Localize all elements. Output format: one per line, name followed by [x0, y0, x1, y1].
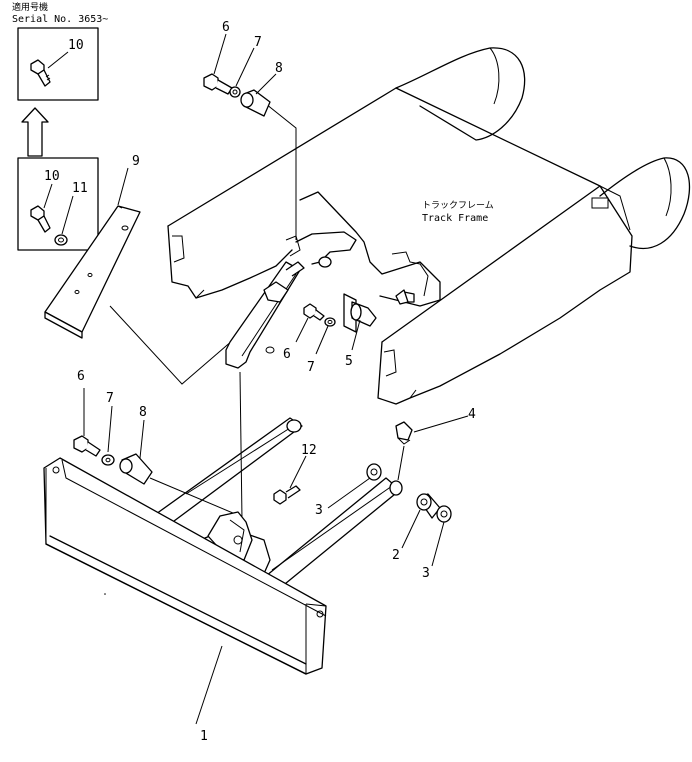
middle-bolt-icon — [303, 303, 325, 321]
inset-washer-icon — [54, 234, 68, 246]
lower-washer-icon — [101, 454, 115, 466]
callout-6-mid: 6 — [283, 347, 291, 362]
callout-10-new: 10 — [68, 38, 84, 53]
callout-1: 1 — [200, 729, 208, 744]
callout-2: 2 — [392, 548, 400, 563]
track-frame: トラックフレーム Track Frame — [167, 47, 691, 405]
bushing-right-icon — [436, 505, 452, 523]
blade-cylinder — [225, 261, 305, 521]
upper-washer-icon — [229, 86, 241, 98]
collar-icon — [416, 493, 441, 519]
bushing-left-icon — [366, 463, 382, 481]
frame-label-english: Track Frame — [422, 213, 488, 224]
serial-note-serial: Serial No. 3653~ — [12, 14, 108, 25]
callout-3-right: 3 — [422, 566, 430, 581]
callout-3-left: 3 — [315, 503, 323, 518]
arm-end-icon — [389, 480, 403, 496]
callout-6-top: 6 — [222, 20, 230, 35]
frame-label-japanese: トラックフレーム — [422, 200, 494, 211]
inset-box-new: 10 — [17, 27, 99, 101]
inset-bolt-icon — [30, 59, 51, 87]
serial-note-japanese: 適用号機 — [12, 1, 48, 13]
lower-bolt-icon — [73, 435, 101, 457]
callout-8-low: 8 — [139, 405, 147, 420]
callout-7-mid: 7 — [307, 360, 315, 375]
callout-8-top: 8 — [275, 61, 283, 76]
speck — [104, 593, 106, 595]
pin-leader-line — [265, 103, 297, 240]
middle-washer-icon — [324, 317, 336, 327]
stopper-pin-icon — [343, 293, 377, 333]
inset-box-old: 10 11 — [17, 157, 99, 251]
upper-bolt-icon — [203, 73, 233, 95]
upper-pin-icon — [240, 89, 271, 117]
blade-assembly: 1 — [43, 417, 401, 744]
plate-9: 9 — [44, 154, 241, 385]
callout-7-top: 7 — [254, 35, 262, 50]
callout-5: 5 — [345, 354, 353, 369]
callout-10-old: 10 — [44, 169, 60, 184]
upgrade-arrow-icon — [21, 107, 49, 157]
bolt-12-icon — [273, 485, 301, 505]
callout-11: 11 — [72, 181, 88, 196]
inset-bolt-old-icon — [30, 205, 51, 233]
inset-box-new-frame — [17, 27, 99, 101]
lower-pin-icon — [119, 453, 153, 485]
grease-fitting-icon — [395, 421, 413, 445]
callout-4: 4 — [468, 407, 476, 422]
callout-6-low: 6 — [77, 369, 85, 384]
serial-note: 適用号機 Serial No. 3653~ — [12, 1, 108, 25]
callout-7-low: 7 — [106, 391, 114, 406]
inset-box-old-frame — [17, 157, 99, 251]
callout-12: 12 — [301, 443, 317, 458]
callout-9: 9 — [132, 154, 140, 169]
